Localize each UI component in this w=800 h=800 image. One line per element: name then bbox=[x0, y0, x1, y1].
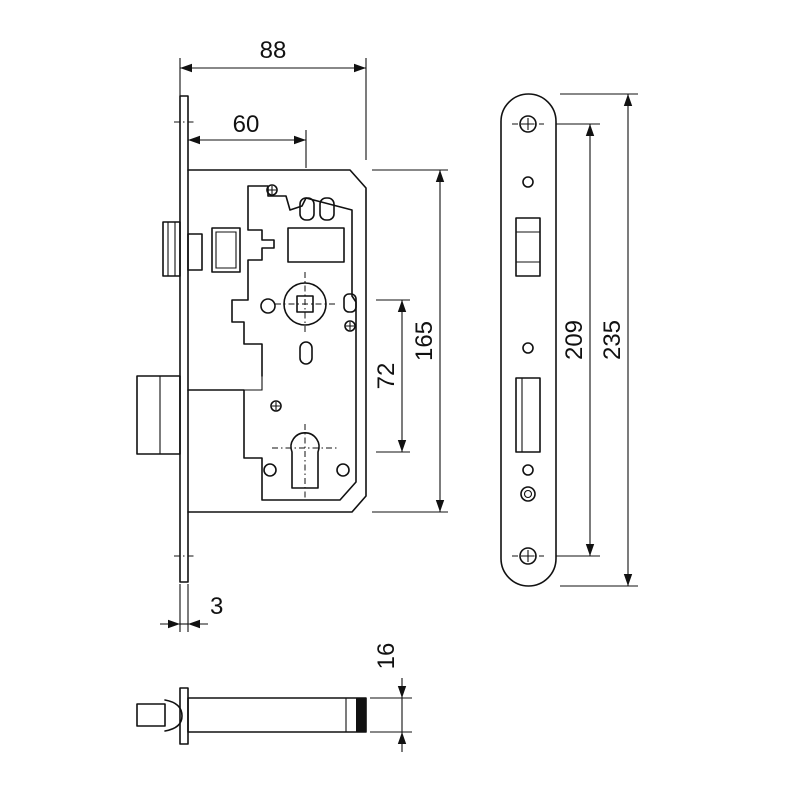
faceplate-side bbox=[179, 95, 189, 583]
dimension-60: 60 bbox=[188, 111, 307, 168]
screw-icon bbox=[512, 115, 544, 133]
latch-tip bbox=[136, 703, 166, 727]
dimension-72: 72 bbox=[373, 299, 410, 453]
dimension-235: 235 bbox=[560, 93, 638, 587]
lock-mechanism bbox=[187, 185, 357, 501]
dimension-label: 209 bbox=[561, 320, 588, 360]
lock-front-view bbox=[136, 95, 367, 583]
dimension-label: 88 bbox=[260, 37, 287, 64]
dead-bolt-face bbox=[515, 377, 541, 453]
dead-bolt bbox=[136, 375, 181, 455]
dimension-label: 235 bbox=[599, 320, 626, 360]
screw-icon bbox=[344, 320, 356, 332]
dimension-209: 209 bbox=[556, 123, 600, 557]
faceplate bbox=[500, 93, 557, 587]
dimension-label: 16 bbox=[373, 643, 400, 670]
cylinder-cutout bbox=[290, 432, 320, 489]
dimension-16: 16 bbox=[370, 643, 412, 752]
lock-case-top bbox=[187, 697, 367, 733]
faceplate-front-view bbox=[500, 93, 557, 587]
dimension-label: 165 bbox=[411, 321, 438, 361]
dimension-165: 165 bbox=[372, 169, 448, 513]
dimension-3: 3 bbox=[160, 584, 223, 632]
lock-top-view bbox=[136, 687, 367, 745]
dimension-88: 88 bbox=[179, 37, 367, 160]
dimension-label: 3 bbox=[210, 593, 223, 620]
screw-icon bbox=[266, 184, 278, 196]
latch-bolt-face bbox=[515, 217, 541, 277]
screw-icon bbox=[270, 400, 282, 412]
dimension-label: 72 bbox=[373, 363, 400, 390]
lock-case bbox=[187, 169, 367, 513]
screw-icon bbox=[512, 547, 544, 565]
dimension-label: 60 bbox=[233, 111, 260, 138]
latch-bolt bbox=[162, 221, 181, 277]
